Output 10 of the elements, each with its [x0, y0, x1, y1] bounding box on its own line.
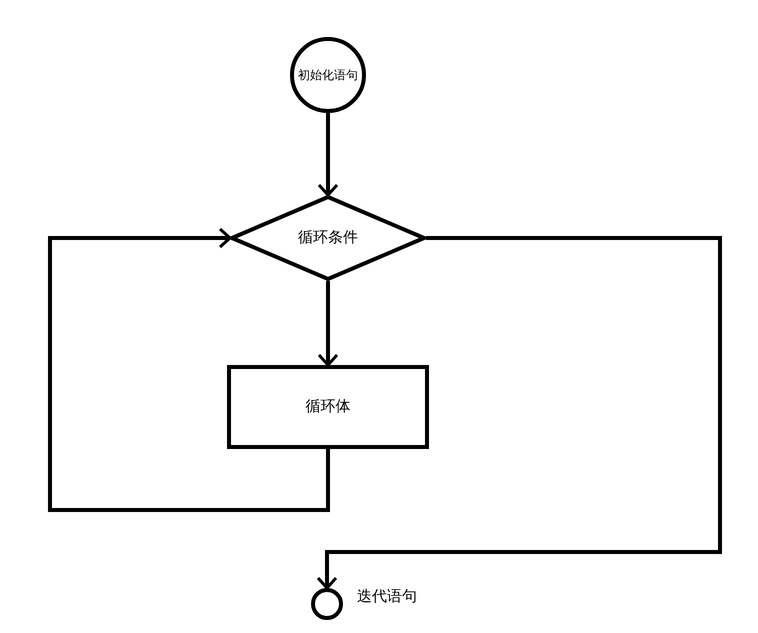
- decision-diamond: [230, 195, 426, 281]
- arrow: [318, 281, 338, 366]
- node-label: 初始化语句: [298, 67, 358, 84]
- node-label: 循环条件: [298, 228, 358, 248]
- arrow: [48, 228, 330, 512]
- process-box: [227, 365, 429, 449]
- arrow: [318, 113, 338, 196]
- arrow: [316, 236, 722, 590]
- node-caption: 迭代语句: [357, 587, 417, 607]
- node-label: 循环体: [306, 396, 350, 417]
